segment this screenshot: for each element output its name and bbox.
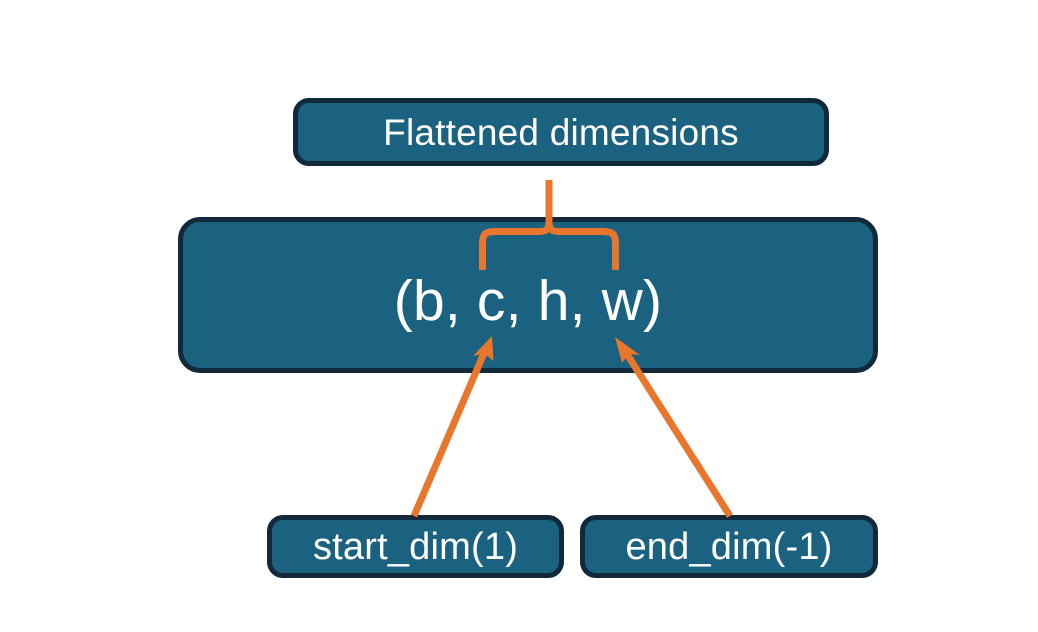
flattened-dimensions-box: Flattened dimensions [293, 98, 829, 166]
tensor-shape-box: (b, c, h, w) [178, 217, 878, 373]
tensor-shape-label: (b, c, h, w) [393, 268, 663, 333]
start-dim-arrow-line [410, 349, 489, 518]
start-dim-box: start_dim(1) [267, 515, 564, 578]
end-dim-box: end_dim(-1) [580, 515, 878, 578]
end-dim-label: end_dim(-1) [625, 525, 833, 568]
flattened-dimensions-label: Flattened dimensions [383, 111, 739, 153]
end-dim-arrow-line [622, 349, 733, 518]
start-dim-label: start_dim(1) [312, 525, 519, 568]
